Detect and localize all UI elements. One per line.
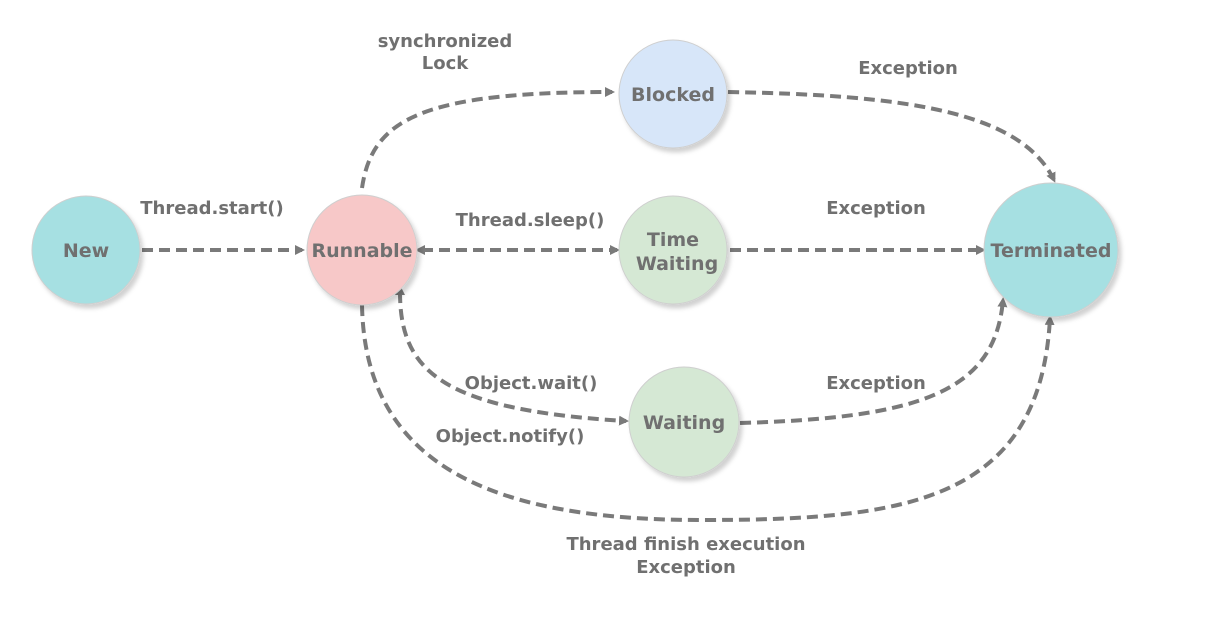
label-thread-finish: Thread finish execution: [566, 534, 805, 555]
label-waiting-exception: Exception: [826, 373, 926, 394]
node-terminated[interactable]: Terminated: [983, 182, 1119, 318]
node-new[interactable]: New: [31, 195, 141, 305]
label-finish-exception: Exception: [636, 557, 736, 578]
node-terminated-label: Terminated: [991, 240, 1112, 262]
edges: [142, 87, 1056, 523]
node-time-waiting-label-line2: Waiting: [636, 253, 718, 275]
label-object-wait: Object.wait(): [465, 373, 598, 394]
label-thread-sleep: Thread.sleep(): [456, 210, 605, 231]
node-time-waiting-label-line1: Time: [647, 229, 699, 251]
node-runnable-label: Runnable: [311, 240, 412, 262]
label-blocked-exception: Exception: [858, 58, 958, 79]
node-waiting-label: Waiting: [643, 412, 725, 434]
node-time-waiting[interactable]: Time Waiting: [618, 195, 728, 305]
label-thread-start: Thread.start(): [140, 198, 283, 219]
node-blocked-label: Blocked: [631, 84, 715, 106]
edge-runnable-waiting-loop: [395, 285, 629, 426]
label-object-notify: Object.notify(): [436, 426, 585, 447]
label-synchronized: synchronized: [378, 31, 513, 52]
edge-runnable-to-blocked: [360, 87, 615, 189]
node-runnable[interactable]: Runnable: [306, 194, 418, 306]
node-runnable-circle: [306, 194, 418, 306]
label-lock: Lock: [422, 53, 470, 74]
node-new-label: New: [63, 240, 109, 262]
node-terminated-circle: [983, 182, 1119, 318]
edge-labels: Thread.start() synchronized Lock Excepti…: [140, 31, 958, 578]
label-time-waiting-exception: Exception: [826, 198, 926, 219]
node-waiting[interactable]: Waiting: [628, 366, 740, 478]
edge-blocked-to-terminated: [727, 90, 1056, 183]
node-blocked[interactable]: Blocked: [618, 39, 728, 149]
edge-waiting-to-terminated: [739, 297, 1008, 425]
node-blocked-circle: [618, 39, 728, 149]
edge-runnable-to-terminated: [360, 304, 1055, 523]
node-waiting-circle: [628, 366, 740, 478]
node-new-circle: [31, 195, 141, 305]
node-time-waiting-circle: [618, 195, 728, 305]
